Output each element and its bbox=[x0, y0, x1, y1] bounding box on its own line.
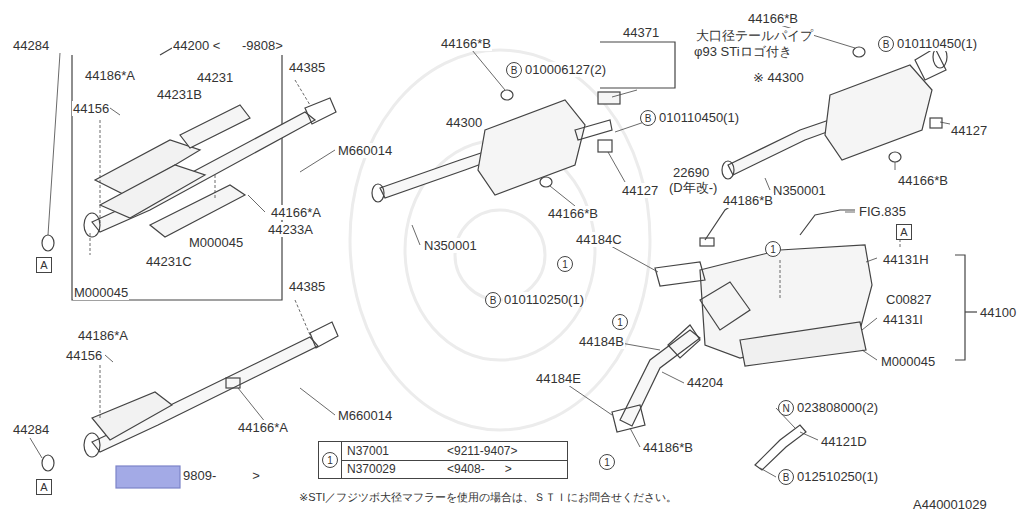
marker-letter: B bbox=[645, 112, 652, 125]
part-number: M000045 bbox=[880, 354, 936, 369]
part-number: M660014 bbox=[337, 408, 393, 423]
part-number: 44385 bbox=[288, 60, 326, 75]
part-number: φ93 STiロゴ付き bbox=[693, 44, 793, 59]
part-number: 010006127(2) bbox=[524, 62, 607, 77]
circled-marker: N bbox=[778, 400, 794, 416]
circled-marker: 1 bbox=[612, 314, 628, 330]
drawing-number: A440001029 bbox=[912, 497, 988, 512]
part-number: 44204 bbox=[686, 375, 724, 390]
part-number: 44166*B bbox=[440, 36, 492, 51]
circled-marker: 1 bbox=[765, 241, 781, 257]
part-number: 44166*A bbox=[237, 420, 289, 435]
marker-letter: 1 bbox=[617, 316, 623, 329]
circled-marker: 1 bbox=[557, 256, 573, 272]
part-number: 44156 bbox=[65, 348, 103, 363]
circled-marker: B bbox=[506, 62, 522, 78]
part-number: 44121D bbox=[820, 434, 868, 449]
part-number: 44300 bbox=[445, 115, 483, 130]
part-number: 大口径テールパイプ bbox=[695, 28, 814, 43]
part-number: 44385 bbox=[288, 279, 326, 294]
marker-letter: B bbox=[783, 471, 790, 484]
marker-letter: B bbox=[883, 38, 890, 51]
part-number: N350001 bbox=[423, 238, 478, 253]
part-number: 012510250(1) bbox=[796, 469, 879, 484]
part-number: 44166*A bbox=[270, 205, 322, 220]
part-number: 44231C bbox=[145, 254, 193, 269]
part-number: 44284 bbox=[12, 38, 50, 53]
part-number: FIG.835 bbox=[858, 204, 907, 219]
part-number: 44156 bbox=[72, 101, 110, 116]
part-number: ※ 44300 bbox=[752, 70, 805, 85]
part-number: M000045 bbox=[73, 285, 129, 300]
part-number: 44184B bbox=[578, 334, 625, 349]
part-number: M000045 bbox=[188, 235, 244, 250]
circled-marker: 1 bbox=[322, 452, 338, 468]
table-cell: N37001 bbox=[347, 444, 389, 459]
circled-marker: B bbox=[640, 110, 656, 126]
reference-box: A bbox=[36, 479, 52, 495]
circled-marker: 1 bbox=[599, 454, 615, 470]
part-number: 44200 < -9808> bbox=[172, 38, 284, 53]
part-number: 44186*A bbox=[77, 328, 129, 343]
part-number: 010110250(1) bbox=[503, 292, 585, 307]
marker-letter: N bbox=[782, 402, 789, 415]
table-cell: <9408- > bbox=[447, 462, 512, 477]
marker-letter: B bbox=[490, 294, 497, 307]
marker-letter: 1 bbox=[327, 454, 333, 467]
part-number: 44166*B bbox=[547, 206, 599, 221]
table-cell: N370029 bbox=[347, 462, 396, 477]
part-number: (D年改-) bbox=[668, 180, 718, 195]
part-number: 44127 bbox=[950, 123, 988, 138]
part-number: M660014 bbox=[337, 143, 393, 158]
part-number: 44231B bbox=[156, 87, 203, 102]
legend-table: N37001 <9211-9407> N370029 <9408- > 1 bbox=[318, 441, 568, 479]
part-number: 44284 bbox=[12, 422, 50, 437]
circled-marker: B bbox=[485, 292, 501, 308]
circled-marker: B bbox=[778, 469, 794, 485]
part-number: 9809- > bbox=[182, 468, 261, 483]
part-number: 44231 bbox=[196, 70, 234, 85]
part-number: 44371 bbox=[622, 25, 660, 40]
part-number: 010110450(1) bbox=[658, 110, 740, 125]
part-number: 44233A bbox=[267, 222, 314, 237]
part-number: 44127 bbox=[621, 183, 659, 198]
table-rule bbox=[341, 460, 567, 461]
part-number: 44184E bbox=[535, 371, 582, 386]
part-number: 22690 bbox=[672, 165, 710, 180]
reference-box: A bbox=[36, 257, 52, 273]
marker-letter: 1 bbox=[562, 258, 568, 271]
part-number: 44166*B bbox=[747, 11, 799, 26]
footnote: ※STI／フジツボ大径マフラーを使用の場合は、ＳＴＩにお問合せください。 bbox=[298, 490, 678, 505]
part-number: 44131I bbox=[882, 312, 924, 327]
part-number: N350001 bbox=[772, 183, 827, 198]
part-number: C00827 bbox=[885, 292, 933, 307]
marker-letter: A bbox=[900, 226, 907, 239]
circled-marker: B bbox=[878, 36, 894, 52]
marker-letter: A bbox=[40, 481, 47, 494]
part-number: 44186*B bbox=[722, 193, 774, 208]
marker-letter: 1 bbox=[770, 243, 776, 256]
marker-letter: 1 bbox=[604, 456, 610, 469]
reference-box: A bbox=[896, 224, 912, 240]
marker-letter: A bbox=[40, 259, 47, 272]
part-number: 44186*A bbox=[84, 68, 136, 83]
part-number: 44100 bbox=[979, 305, 1017, 320]
marker-letter: B bbox=[511, 64, 518, 77]
part-number: 023808000(2) bbox=[796, 400, 879, 415]
part-number: 44166*B bbox=[897, 173, 949, 188]
part-number: 44184C bbox=[575, 232, 623, 247]
part-number: 44131H bbox=[882, 252, 930, 267]
watermark bbox=[350, 50, 650, 430]
part-number: 44186*B bbox=[642, 440, 694, 455]
table-cell: <9211-9407> bbox=[447, 444, 518, 459]
part-number: 010110450(1) bbox=[896, 36, 978, 51]
